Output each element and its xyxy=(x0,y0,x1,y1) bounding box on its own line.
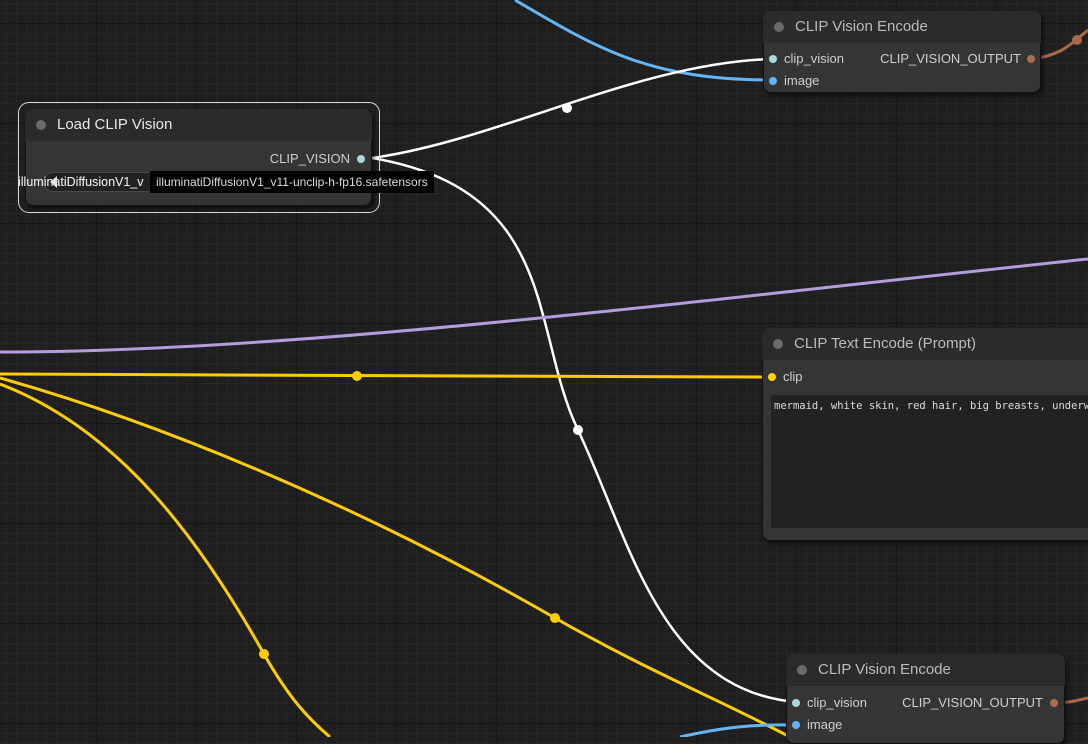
output-label-clip-vision-output: CLIP_VISION_OUTPUT xyxy=(902,695,1043,710)
input-slot-image[interactable] xyxy=(769,77,777,85)
link-midpoint[interactable] xyxy=(259,649,269,659)
input-label-clip-vision: clip_vision xyxy=(784,51,844,66)
node-title: Load CLIP Vision xyxy=(57,116,173,133)
link-midpoint[interactable] xyxy=(550,613,560,623)
node-title: CLIP Vision Encode xyxy=(818,661,951,678)
node-title-bar[interactable]: CLIP Vision Encode xyxy=(763,11,1041,43)
link-midpoint[interactable] xyxy=(1072,35,1082,45)
input-label-image: image xyxy=(784,73,820,88)
combo-value-overlap: illuminatiDiffusionV1_v xyxy=(18,175,144,189)
node-title: CLIP Text Encode (Prompt) xyxy=(794,335,977,352)
collapse-dot[interactable] xyxy=(797,665,807,675)
input-slot-image[interactable] xyxy=(792,721,800,729)
collapse-dot[interactable] xyxy=(36,120,46,130)
node-clip-vision-encode-top[interactable]: CLIP Vision Encode clip_vision image CLI… xyxy=(763,11,1041,93)
clip-link-lower[interactable] xyxy=(0,382,331,737)
output-slot-clip-vision-output[interactable] xyxy=(1050,699,1058,707)
clip-link-middle[interactable] xyxy=(0,376,791,737)
input-slot-clip-vision[interactable] xyxy=(792,699,800,707)
input-label-clip: clip xyxy=(783,369,803,384)
node-title-bar[interactable]: CLIP Text Encode (Prompt) xyxy=(762,328,1088,360)
prompt-textarea[interactable]: mermaid, white skin, red hair, big breas… xyxy=(771,395,1088,528)
node-title-bar[interactable]: Load CLIP Vision xyxy=(25,109,372,141)
image-link-bottom[interactable] xyxy=(679,723,797,737)
collapse-dot[interactable] xyxy=(774,22,784,32)
input-label-image: image xyxy=(807,717,843,732)
node-title: CLIP Vision Encode xyxy=(795,18,928,35)
image-link-top[interactable] xyxy=(514,0,774,82)
combo-value: illuminatiDiffusionV1_v xyxy=(18,175,144,189)
conditioning-link[interactable] xyxy=(0,257,1088,354)
widget-tooltip: illuminatiDiffusionV1_v11-unclip-h-fp16.… xyxy=(150,171,434,193)
link-midpoint[interactable] xyxy=(562,103,572,113)
clip-link-straight[interactable] xyxy=(0,372,771,379)
node-title-bar[interactable]: CLIP Vision Encode xyxy=(786,654,1065,686)
input-label-clip-vision: clip_vision xyxy=(807,695,867,710)
node-clip-vision-encode-bottom[interactable]: CLIP Vision Encode clip_vision image CLI… xyxy=(786,654,1065,744)
output-label-clip-vision: CLIP_VISION xyxy=(269,151,350,166)
output-slot-clip-vision-output[interactable] xyxy=(1027,55,1035,63)
input-slot-clip-vision[interactable] xyxy=(769,55,777,63)
clip-vision-link-bottom[interactable] xyxy=(371,156,797,704)
output-slot-clip-vision[interactable] xyxy=(357,155,365,163)
output-label-clip-vision-output: CLIP_VISION_OUTPUT xyxy=(880,51,1021,66)
node-clip-text-encode[interactable]: CLIP Text Encode (Prompt) clip mermaid, … xyxy=(762,328,1088,541)
link-midpoint[interactable] xyxy=(573,425,583,435)
combo-left-arrow-icon[interactable] xyxy=(50,176,57,188)
input-slot-clip[interactable] xyxy=(768,373,776,381)
collapse-dot[interactable] xyxy=(773,339,783,349)
clip-vision-link-top[interactable] xyxy=(371,57,774,160)
link-midpoint[interactable] xyxy=(352,371,362,381)
